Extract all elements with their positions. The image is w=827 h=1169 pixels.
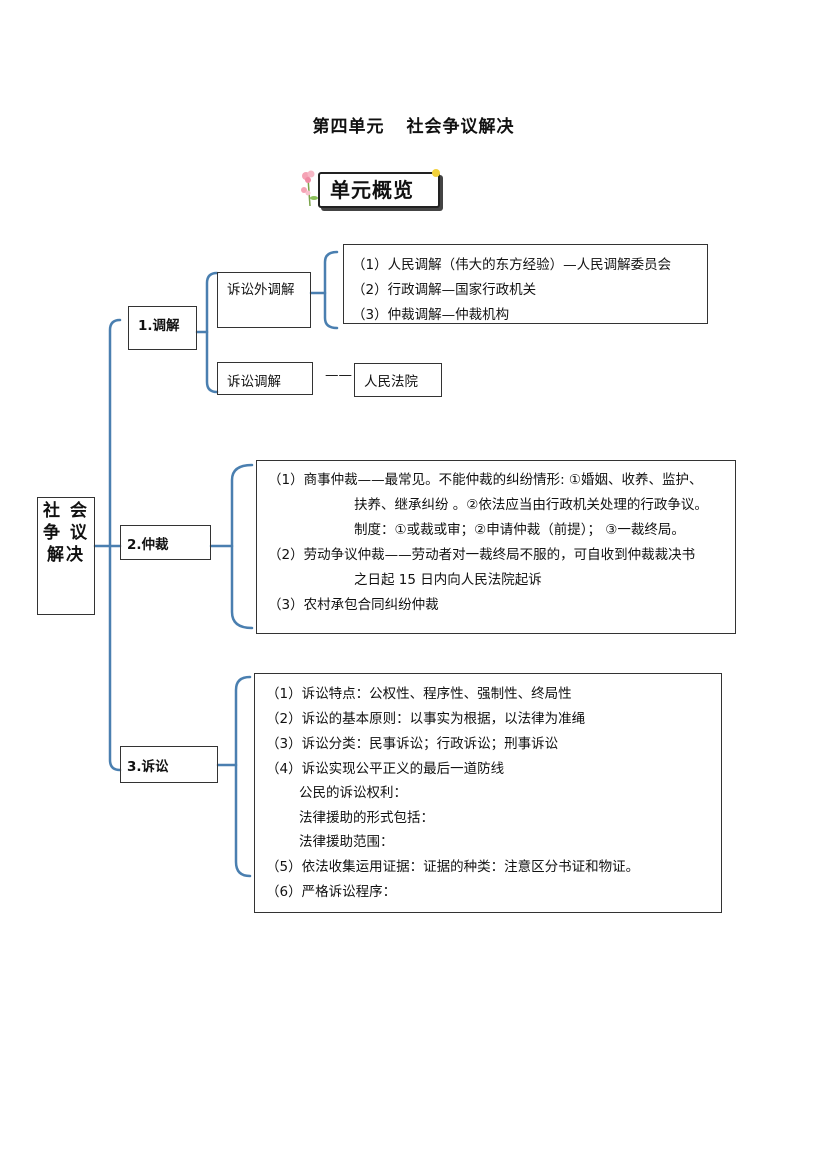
litigation-bracket (234, 675, 252, 878)
litigation-line: 公民的诉讼权利： (299, 785, 407, 801)
mediation-label: 1.调解 (138, 318, 180, 334)
arbitration-node (120, 525, 211, 560)
root-node (37, 497, 95, 615)
banner-title: 单元概览 (330, 178, 414, 202)
mediation-node (128, 306, 197, 350)
litigation-line: 法律援助范围： (299, 834, 394, 850)
root-label-line: 解决 (47, 545, 85, 565)
root-label-line: 争 议 (43, 523, 89, 543)
litigation-line: （5）依法收集运用证据：证据的种类：注意区分书证和物证。 (266, 859, 640, 875)
unit-overview-banner: 单元概览 (296, 168, 442, 208)
arbitration-line: 扶养、继承纠纷 。②依法应当由行政机关处理的行政争议。 (354, 497, 708, 513)
litigation-details (254, 673, 722, 913)
title-topic: 社会争议解决 (406, 117, 515, 137)
litigation-line: （6）严格诉讼程序： (266, 884, 397, 900)
litigation-mediation-node (217, 362, 313, 395)
arbitration-details (256, 460, 736, 634)
root-label-line: 社 会 (43, 501, 89, 521)
outside-item: （2）行政调解—国家行政机关 (352, 282, 537, 298)
litigation-mediation-label: 诉讼调解 (227, 374, 281, 390)
root-label: 社 会 争 议 解决 (37, 500, 95, 566)
litigation-mediation-connector: —— (325, 367, 352, 383)
banner-frame (318, 172, 440, 208)
mediation-bracket (205, 271, 219, 394)
litigation-line: （4）诉讼实现公平正义的最后一道防线 (266, 761, 505, 777)
litigation-label: 3.诉讼 (127, 759, 169, 775)
litigation-line: （2）诉讼的基本原则：以事实为根据，以法律为准绳 (266, 711, 586, 727)
outside-mediation-node (217, 272, 311, 328)
outside-mediation-label: 诉讼外调解 (227, 282, 295, 298)
title-unit: 第四单元 (312, 117, 385, 137)
litigation-line: （3）诉讼分类：民事诉讼；行政诉讼；刑事诉讼 (266, 736, 559, 752)
arbitration-line: （3）农村承包合同纠纷仲裁 (268, 597, 439, 613)
litigation-line: （1）诉讼特点：公权性、程序性、强制性、终局性 (266, 686, 572, 702)
arbitration-bracket (230, 463, 254, 630)
litigation-line: 法律援助的形式包括： (299, 810, 434, 826)
outside-item: （1）人民调解（伟大的东方经验）—人民调解委员会 (352, 257, 672, 273)
outside-bracket (323, 250, 339, 330)
peoples-court-label: 人民法院 (364, 374, 418, 390)
outside-mediation-details (343, 244, 708, 324)
page-title: 第四单元 社会争议解决 (0, 112, 827, 137)
arbitration-line: （1）商事仲裁——最常见。不能仲裁的纠纷情形: ①婚姻、收养、监护、 (268, 472, 703, 488)
outside-item: （3）仲裁调解—仲裁机构 (352, 307, 510, 323)
litigation-node (120, 746, 218, 783)
arbitration-line: 之日起 15 日内向人民法院起诉 (354, 572, 542, 588)
star-icon (432, 169, 440, 177)
flower-icon (301, 170, 318, 207)
arbitration-line: （2）劳动争议仲裁——劳动者对一裁终局不服的，可自收到仲裁裁决书 (268, 547, 696, 563)
arbitration-line: 制度：①或裁或审；②申请仲裁（前提）； ③一裁终局。 (354, 522, 685, 538)
arbitration-label: 2.仲裁 (127, 537, 169, 553)
peoples-court-node (354, 363, 442, 397)
